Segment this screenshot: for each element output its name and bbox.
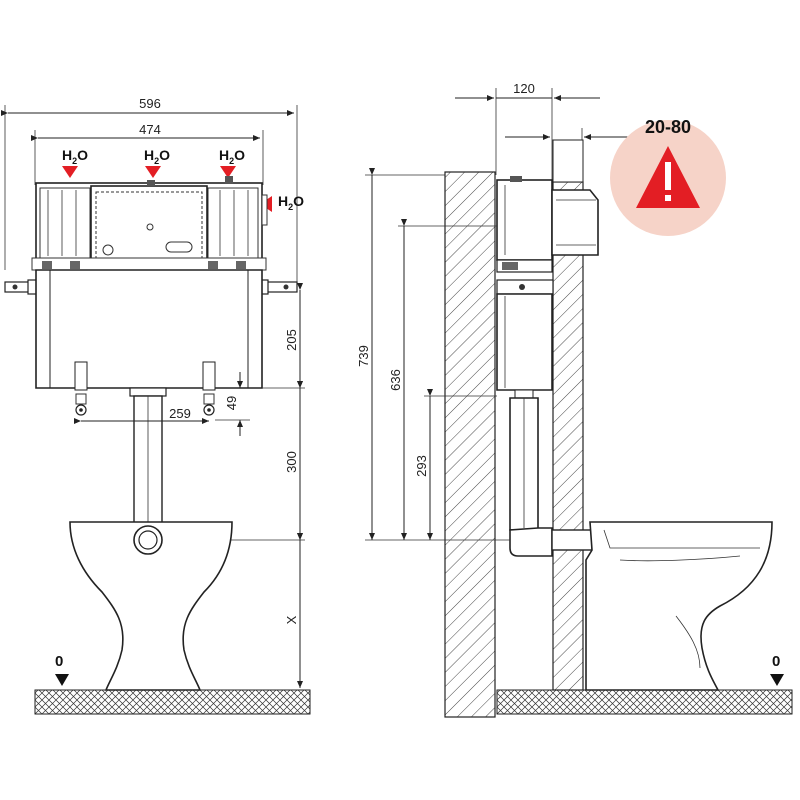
wall-extension xyxy=(552,139,584,183)
inlet-arrow-icon xyxy=(220,166,236,178)
h2o-o-3: O xyxy=(234,147,245,163)
floor-marker-icon xyxy=(55,674,69,686)
dimension-596: 596 xyxy=(1,96,294,116)
wall-structure xyxy=(444,139,584,718)
toilet-bowl-side xyxy=(585,521,773,691)
inlet-arrow-icon xyxy=(62,166,78,178)
svg-text:H2O: H2O xyxy=(219,147,245,166)
dim-474-label: 474 xyxy=(139,122,161,137)
dimension-293: 293 xyxy=(414,389,497,540)
floor-side: 0 xyxy=(496,653,793,715)
warning-badge: 20-80 xyxy=(610,117,726,236)
dimension-300: 300 xyxy=(166,381,305,541)
h2o-h-4: H xyxy=(278,193,288,209)
floor-front: 0 xyxy=(34,653,311,715)
cistern-side xyxy=(496,176,599,404)
dim-300-label: 300 xyxy=(284,451,299,473)
svg-text:H2O: H2O xyxy=(62,147,88,166)
dimension-259: 259 xyxy=(74,406,209,424)
h2o-o-4: O xyxy=(293,193,304,209)
h2o-sub-2: 2 xyxy=(154,156,159,166)
h2o-h-1: H xyxy=(62,147,72,163)
dimension-120: 120 xyxy=(455,81,600,182)
svg-text:H2O: H2O xyxy=(278,193,304,212)
floor-marker-icon xyxy=(770,674,784,686)
dim-49-label: 49 xyxy=(224,396,239,410)
dim-x-label: X xyxy=(284,615,299,624)
dim-259-label: 259 xyxy=(169,406,191,421)
flush-pipe-side xyxy=(509,397,593,557)
dim-596-label: 596 xyxy=(139,96,161,111)
dim-293-label: 293 xyxy=(414,455,429,477)
dimension-474: 474 xyxy=(31,122,260,141)
inlet-arrow-icon xyxy=(145,166,161,178)
floor-level-label: 0 xyxy=(55,653,63,670)
wall-range-label: 20-80 xyxy=(645,117,691,137)
dim-636-label: 636 xyxy=(388,369,403,391)
dimension-x: X xyxy=(284,533,303,688)
dimension-205: 205 xyxy=(262,283,305,389)
dim-205-label: 205 xyxy=(284,329,299,351)
dim-739-label: 739 xyxy=(356,345,371,367)
toilet-bowl-front xyxy=(69,521,233,691)
dimension-739: 739 xyxy=(356,168,510,541)
h2o-sub-3: 2 xyxy=(229,156,234,166)
water-inlet-3: H2O xyxy=(219,147,245,178)
dimension-49: 49 xyxy=(215,372,250,436)
dimension-636: 636 xyxy=(388,219,497,540)
h2o-h-3: H xyxy=(219,147,229,163)
water-inlet-1: H2O xyxy=(62,147,88,178)
water-inlet-2: H2O xyxy=(144,147,170,178)
cistern-top-front xyxy=(31,176,268,271)
h2o-sub-4: 2 xyxy=(288,202,293,212)
h2o-o-2: O xyxy=(159,147,170,163)
svg-text:H2O: H2O xyxy=(144,147,170,166)
h2o-o-1: O xyxy=(77,147,88,163)
front-view: 596 474 H2O H2O H2O H2O xyxy=(1,96,311,715)
h2o-sub-1: 2 xyxy=(72,156,77,166)
side-view: 120 20-80 xyxy=(356,81,793,718)
dim-120-label: 120 xyxy=(513,81,535,96)
h2o-h-2: H xyxy=(144,147,154,163)
side-floor-level-label: 0 xyxy=(772,653,780,670)
flush-pipe-front xyxy=(129,387,167,527)
